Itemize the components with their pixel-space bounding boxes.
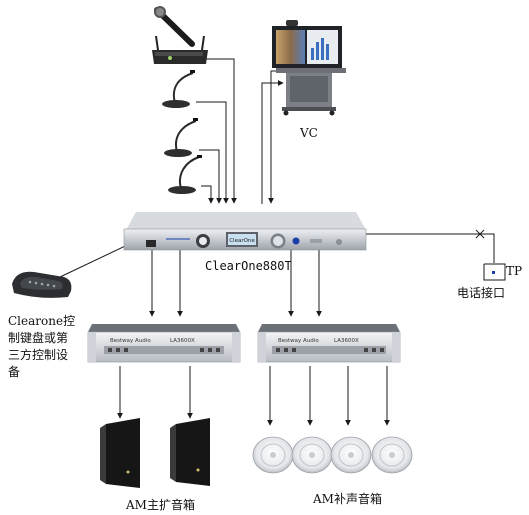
- gooseneck-mic-2-icon: [164, 118, 198, 157]
- connection-lines: [59, 58, 495, 426]
- amp-model-text-2: LA3600X: [334, 338, 359, 344]
- tp-label: TP: [506, 264, 523, 278]
- ceiling-speaker-1-icon: [252, 436, 294, 474]
- mixer-label: ClearOne880T: [205, 259, 292, 273]
- clearone-mixer-icon: ClearOne: [123, 212, 367, 251]
- wireless-receiver-icon: [152, 35, 208, 64]
- phone-line-break-icon: [475, 229, 485, 239]
- amp-brand-text-2: Bestway Audio: [278, 338, 319, 344]
- main-speaker-right-icon: [170, 418, 210, 486]
- wire-mic2-to-mixer: [199, 149, 222, 204]
- gooseneck-mic-1-icon: [162, 70, 195, 108]
- ceiling-speaker-4-icon: [371, 436, 413, 474]
- phone-port-label: 电话接口: [457, 286, 506, 300]
- wire-mixer-to-phone: [366, 233, 495, 263]
- main-speaker-left-icon: [100, 418, 140, 488]
- wire-mic3-to-mixer: [201, 185, 214, 204]
- wireless-mic-icon: [154, 6, 195, 47]
- vc-label: VC: [300, 126, 318, 140]
- main-speakers-label: AM主扩音箱: [126, 498, 195, 512]
- amp-brand-text: Bestway Audio: [110, 338, 151, 344]
- wire-receiver-to-mixer: [192, 58, 237, 204]
- vc-system-icon: [272, 20, 346, 116]
- wire-mixer-to-vc: [261, 80, 284, 204]
- amp-model-text: LA3600X: [170, 338, 195, 344]
- wire-mic1-to-mixer: [196, 101, 229, 204]
- phone-port-icon: [483, 263, 506, 281]
- fill-speakers-label: AM补声音箱: [313, 492, 382, 506]
- keypad-label: Clearone控制键盘或第三方控制设备: [8, 314, 76, 379]
- ceiling-speaker-3-icon: [330, 436, 372, 474]
- mixer-brand-text: ClearOne: [229, 238, 255, 244]
- ceiling-speaker-2-icon: [291, 436, 333, 474]
- gooseneck-mic-3-icon: [168, 155, 202, 194]
- wire-vc-to-mixer: [268, 70, 284, 204]
- main-power-amplifier-icon: Bestway Audio LA3600X: [87, 324, 241, 363]
- fill-power-amplifier-icon: Bestway Audio LA3600X: [257, 324, 401, 363]
- keypad-icon: [12, 271, 72, 298]
- phone-port-led: [492, 271, 495, 274]
